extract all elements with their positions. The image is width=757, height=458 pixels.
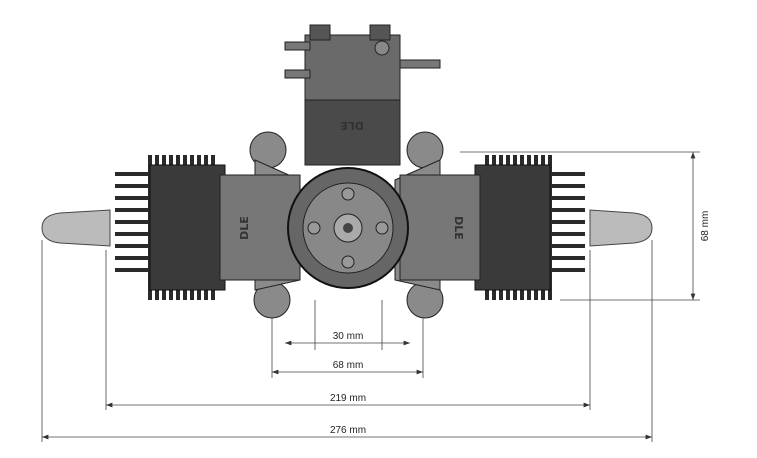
cooling-fin [545, 268, 585, 272]
dim-276mm: 276 mm [330, 425, 366, 436]
cooling-fin [115, 256, 155, 260]
spark-plugs [41, 209, 653, 247]
carb-logo: DLE [340, 119, 364, 132]
cooling-fin [545, 232, 585, 236]
cooling-fin [115, 196, 155, 200]
cylinder-left-logo: DLE [238, 216, 251, 240]
cooling-fin [115, 172, 155, 176]
cooling-fin [115, 232, 155, 236]
cooling-fin [115, 244, 155, 248]
dim-68mm-height: 68 mm [700, 211, 711, 242]
cooling-fin [115, 184, 155, 188]
cylinder-right-logo: DLE [452, 216, 465, 240]
dimension-lines [41, 151, 700, 442]
crankcase-hub [287, 167, 409, 289]
cooling-fin [545, 172, 585, 176]
cooling-fin [545, 220, 585, 224]
cooling-fin [545, 244, 585, 248]
cooling-fin [115, 208, 155, 212]
carburetor: DLE [284, 24, 441, 166]
cylinder-right: DLE [399, 164, 551, 291]
cooling-fin [545, 208, 585, 212]
dim-68mm-mount: 68 mm [333, 360, 364, 371]
cooling-fin [545, 256, 585, 260]
cooling-fin [545, 184, 585, 188]
cooling-fin [115, 268, 155, 272]
dim-219mm: 219 mm [330, 393, 366, 404]
cooling-fin [115, 220, 155, 224]
dim-30mm: 30 mm [333, 331, 364, 342]
cylinder-left: DLE [149, 164, 301, 291]
cooling-fin [545, 196, 585, 200]
